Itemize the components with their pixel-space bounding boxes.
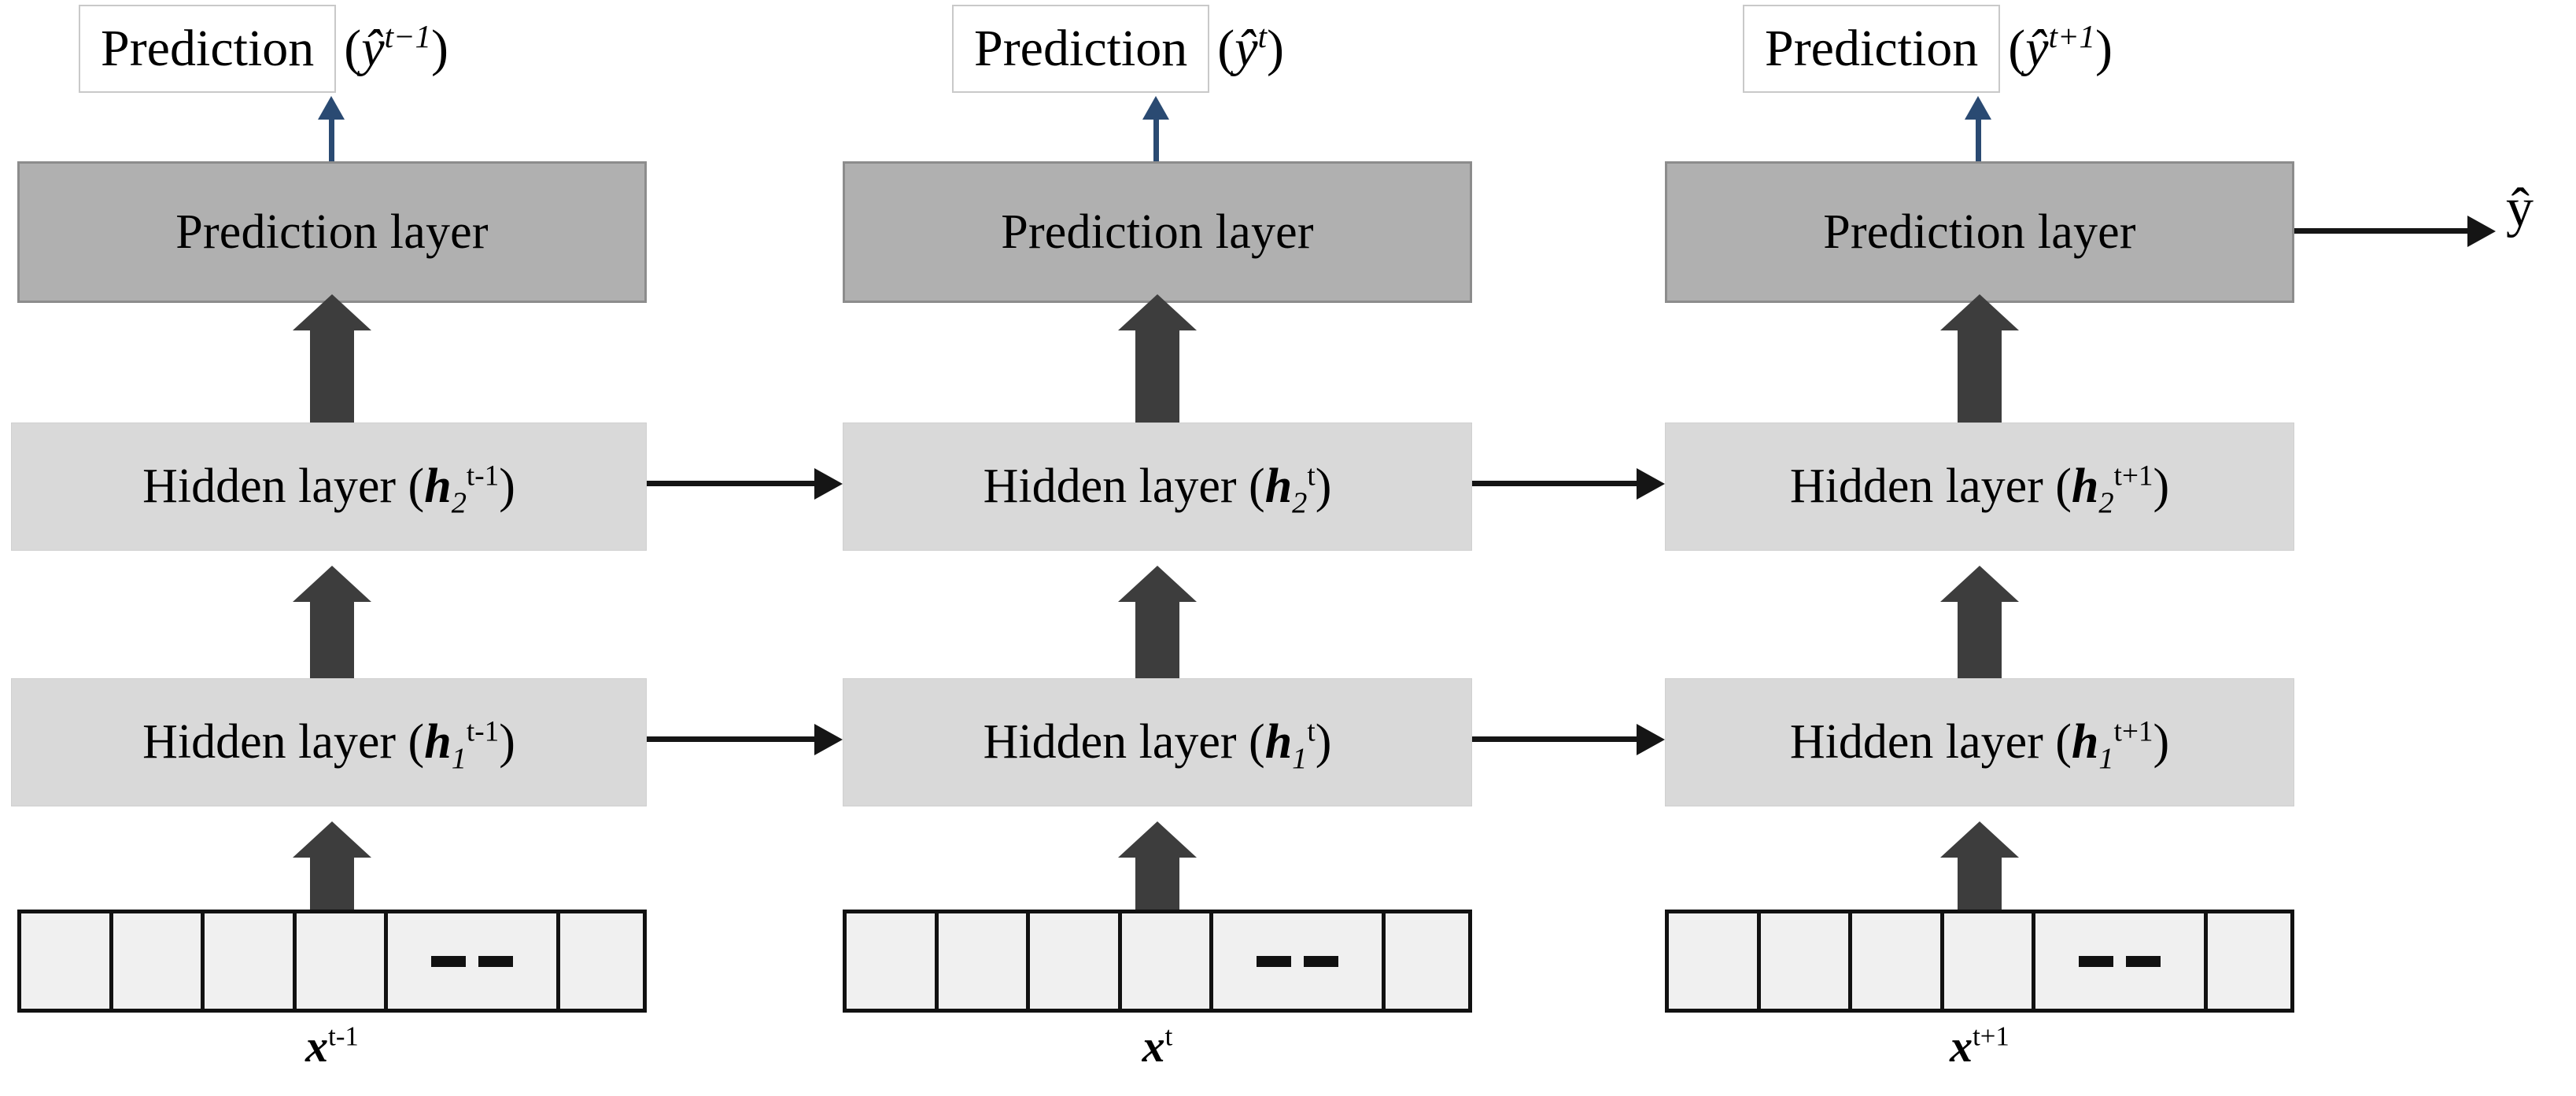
- input-vector-t-plus-1[interactable]: [1665, 910, 2294, 1013]
- prediction-caption-math: (ŷt+1): [2008, 19, 2113, 77]
- hidden-layer-1-t-plus-1[interactable]: Hidden layer (h1t+1): [1665, 678, 2294, 806]
- prediction-caption-t-plus-1: Prediction (ŷt+1): [1743, 5, 2113, 93]
- input-cell[interactable]: [847, 913, 939, 1009]
- arrow-head: [1965, 96, 1991, 120]
- prediction-caption-t-minus-1: Prediction (ŷt−1): [79, 5, 448, 93]
- ellipsis-dashes-icon: [1257, 955, 1339, 967]
- hidden-layer-2-t[interactable]: Hidden layer (h2t): [843, 423, 1472, 551]
- final-output-label: ŷ: [2506, 178, 2534, 238]
- hidden-layer-1-t-minus-1[interactable]: Hidden layer (h1t-1): [11, 678, 647, 806]
- prediction-caption-box: Prediction: [79, 5, 337, 93]
- prediction-layer-label: Prediction layer: [1823, 205, 2136, 259]
- arrow-shaft: [1472, 481, 1637, 486]
- prediction-caption-t: Prediction (ŷt): [952, 5, 1284, 93]
- arrow-head: [814, 724, 843, 755]
- ellipsis-dashes-icon: [431, 955, 514, 967]
- hidden-layer-2-t-plus-1[interactable]: Hidden layer (h2t+1): [1665, 423, 2294, 551]
- input-cell[interactable]: [1943, 913, 2036, 1009]
- arrow-head: [1142, 96, 1169, 120]
- arrow-shaft: [2294, 228, 2467, 234]
- input-cell[interactable]: [1669, 913, 1761, 1009]
- input-label-t-plus-1: xt+1: [1950, 1020, 2010, 1072]
- hidden-layer-2-label: Hidden layer (h2t): [983, 459, 1332, 520]
- input-vector-t-minus-1[interactable]: [17, 910, 647, 1013]
- arrow-head: [1637, 468, 1665, 500]
- arrow-head: [1637, 724, 1665, 755]
- input-cell[interactable]: [560, 913, 644, 1009]
- hidden-layer-1-label: Hidden layer (h1t): [983, 715, 1332, 776]
- prediction-layer-label: Prediction layer: [175, 205, 489, 259]
- arrow-shaft: [647, 481, 814, 486]
- input-cell[interactable]: [1760, 913, 1853, 1009]
- input-cell[interactable]: [938, 913, 1031, 1009]
- input-cell-ellipsis[interactable]: [2035, 913, 2209, 1009]
- prediction-layer-t-plus-1[interactable]: Prediction layer: [1665, 161, 2294, 303]
- input-cell[interactable]: [2208, 913, 2291, 1009]
- hidden-layer-1-t[interactable]: Hidden layer (h1t): [843, 678, 1472, 806]
- input-cell[interactable]: [21, 913, 113, 1009]
- ellipsis-dashes-icon: [2079, 955, 2161, 967]
- prediction-layer-label: Prediction layer: [1001, 205, 1314, 259]
- input-label-t: xt: [1142, 1020, 1173, 1072]
- hidden-layer-2-t-minus-1[interactable]: Hidden layer (h2t-1): [11, 423, 647, 551]
- arrow-head: [318, 96, 345, 120]
- input-cell-ellipsis[interactable]: [388, 913, 561, 1009]
- prediction-layer-t-minus-1[interactable]: Prediction layer: [17, 161, 647, 303]
- hidden-layer-2-label: Hidden layer (h2t+1): [1789, 459, 2170, 520]
- arrow-shaft: [1153, 110, 1159, 164]
- arrow-shaft: [1976, 110, 1981, 164]
- prediction-caption-box: Prediction: [952, 5, 1210, 93]
- input-cell-ellipsis[interactable]: [1213, 913, 1386, 1009]
- input-vector-t[interactable]: [843, 910, 1472, 1013]
- arrow-shaft: [329, 110, 334, 164]
- hidden-layer-1-label: Hidden layer (h1t+1): [1789, 715, 2170, 776]
- input-cell[interactable]: [296, 913, 389, 1009]
- input-cell[interactable]: [113, 913, 205, 1009]
- input-cell[interactable]: [205, 913, 297, 1009]
- input-cell[interactable]: [1121, 913, 1214, 1009]
- arrow-head: [2467, 216, 2496, 247]
- prediction-caption-box: Prediction: [1743, 5, 2001, 93]
- hidden-layer-2-label: Hidden layer (h2t-1): [142, 459, 515, 520]
- prediction-layer-t[interactable]: Prediction layer: [843, 161, 1472, 303]
- hidden-layer-1-label: Hidden layer (h1t-1): [142, 715, 515, 776]
- input-cell[interactable]: [1852, 913, 1944, 1009]
- prediction-caption-math: (ŷt−1): [344, 19, 448, 77]
- input-cell[interactable]: [1386, 913, 1469, 1009]
- arrow-shaft: [647, 736, 814, 742]
- prediction-caption-math: (ŷt): [1217, 19, 1284, 77]
- input-label-t-minus-1: xt-1: [305, 1020, 359, 1072]
- arrow-head: [814, 468, 843, 500]
- arrow-shaft: [1472, 736, 1637, 742]
- input-cell[interactable]: [1030, 913, 1122, 1009]
